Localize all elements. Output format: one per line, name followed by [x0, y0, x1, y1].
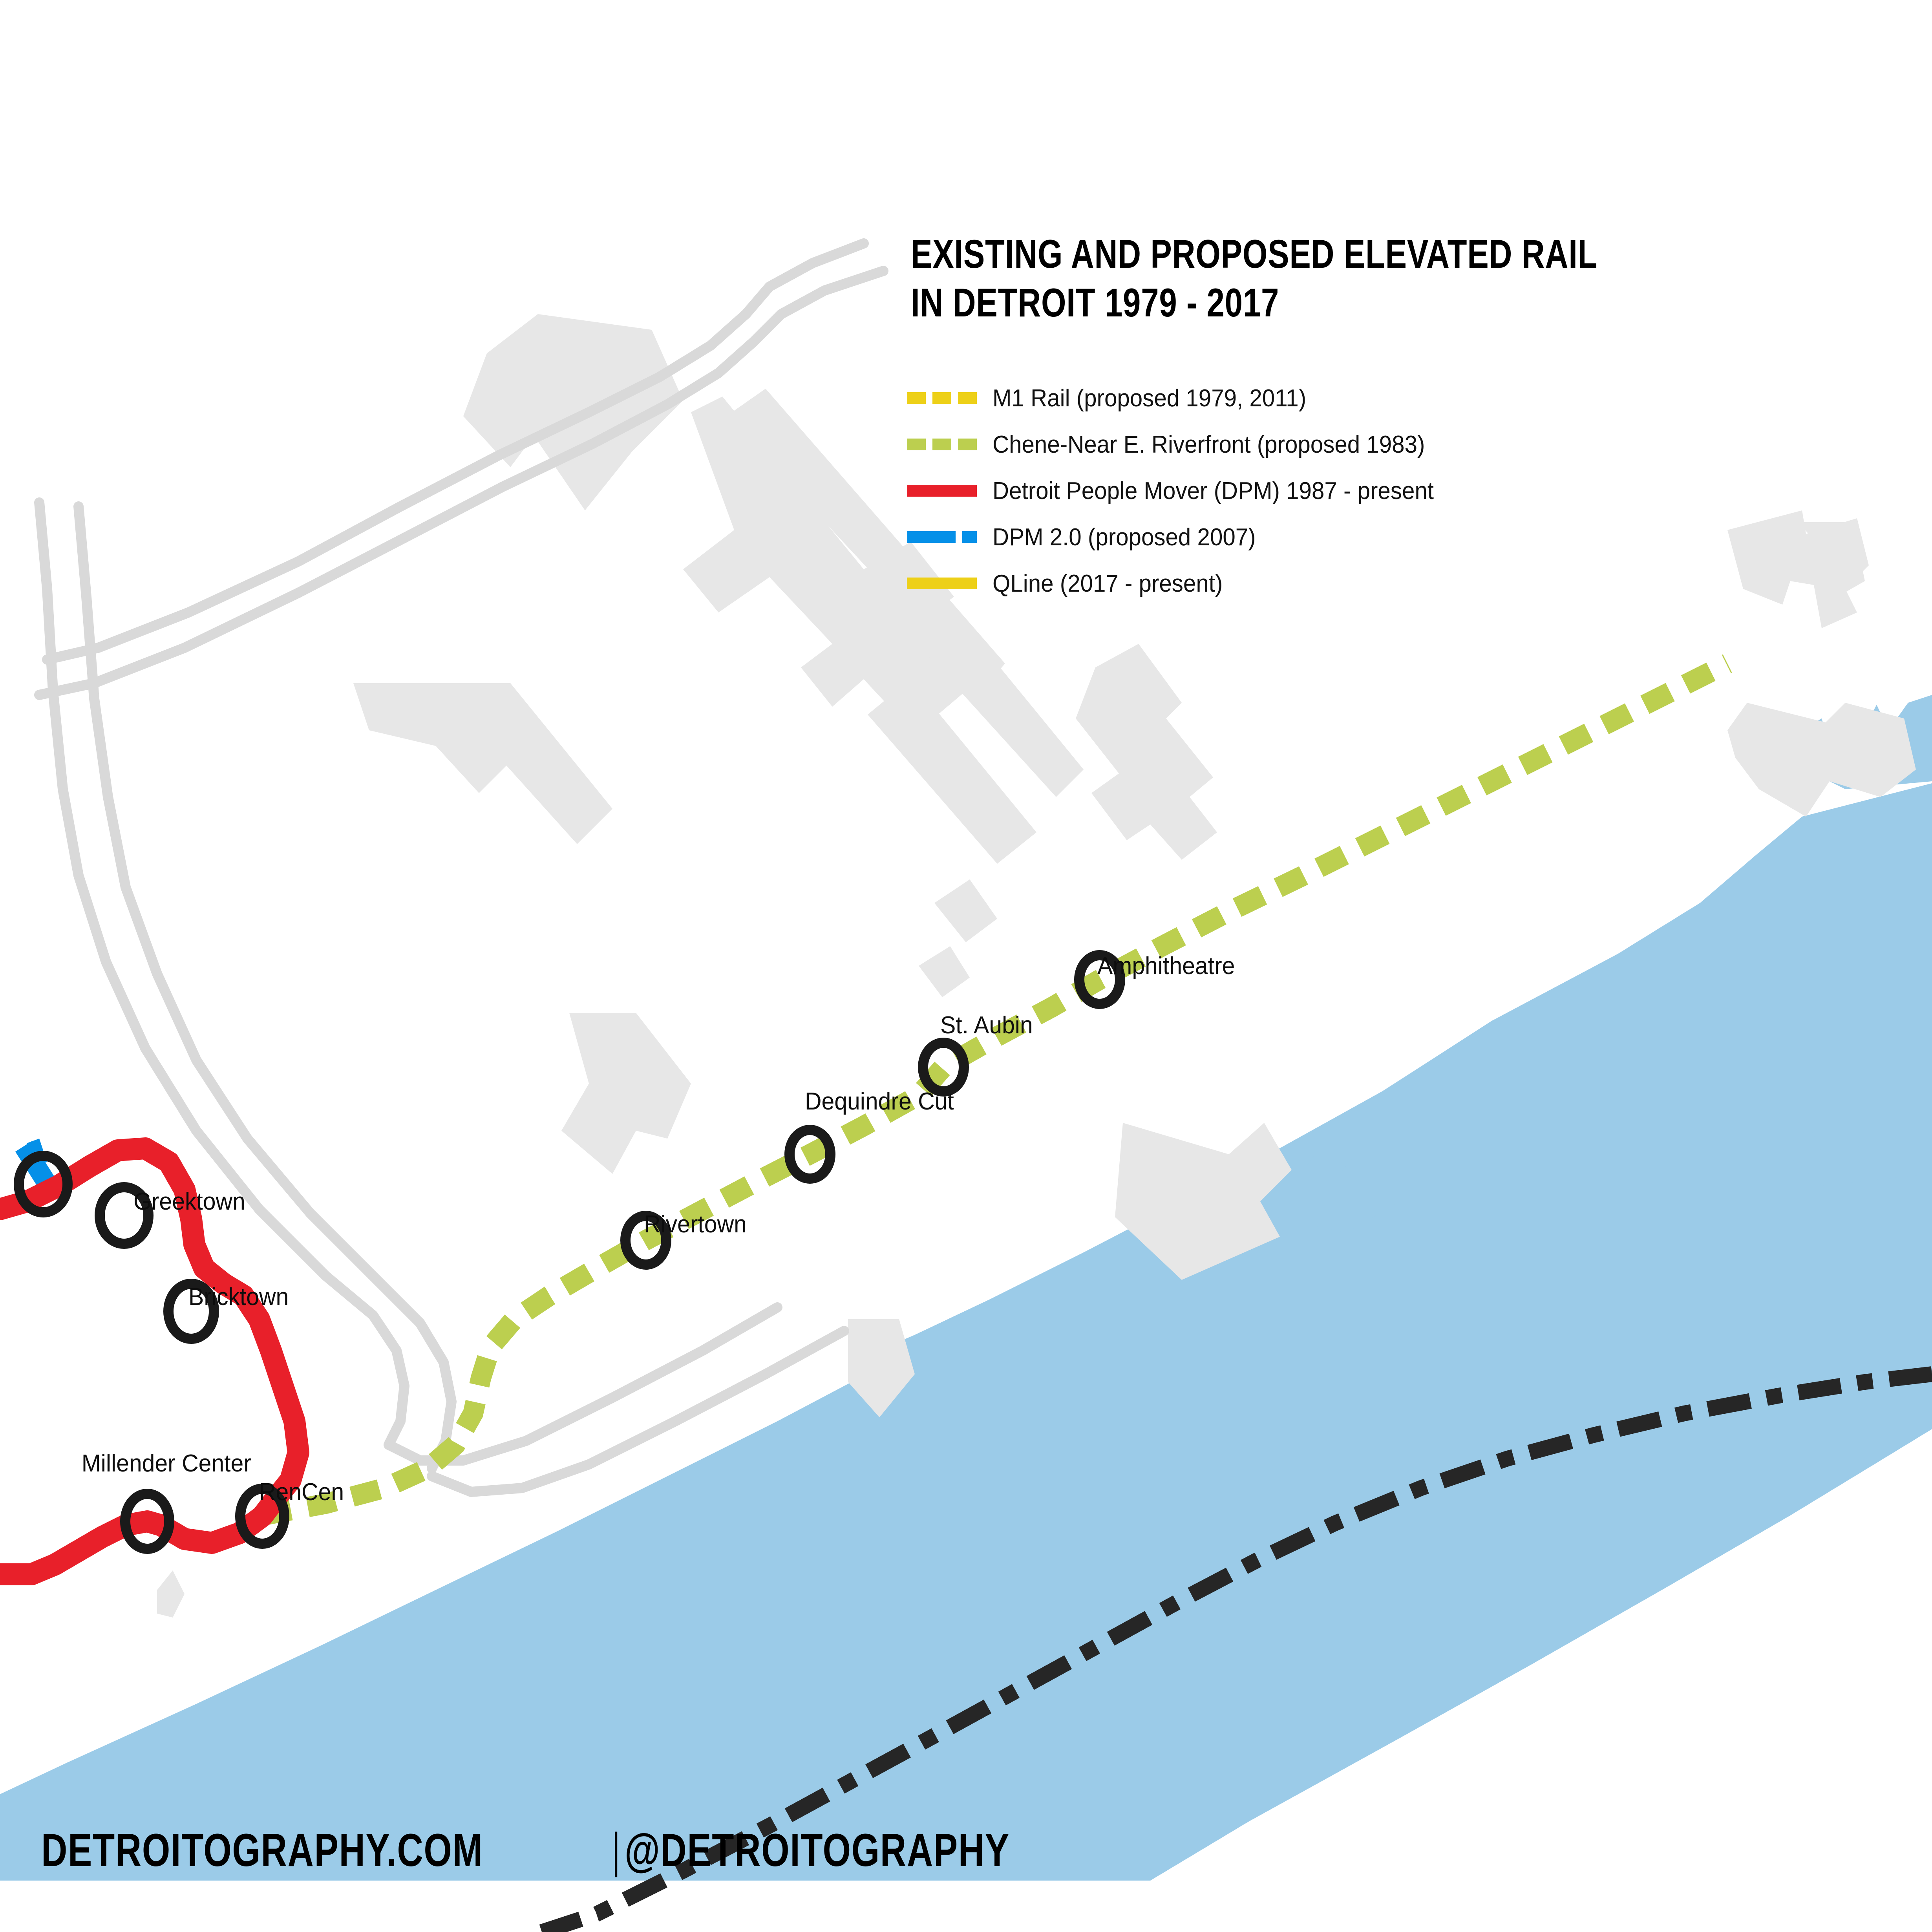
solid-line-icon: [907, 485, 977, 497]
footer-website[interactable]: DETROITOGRAPHY.COM: [41, 1824, 483, 1876]
station-marker: [235, 1484, 289, 1549]
freeway-line: [73, 501, 457, 1473]
station-label-st-aubin: St. Aubin: [940, 1012, 1033, 1039]
station-marker: [163, 1279, 219, 1344]
building-polygon: [353, 683, 612, 844]
building-polygon: [1798, 522, 1865, 597]
buildings-layer: [157, 314, 1916, 1618]
map-title: EXISTING AND PROPOSED ELEVATED RAIL IN D…: [911, 230, 1884, 327]
footer-separator: |: [612, 1823, 620, 1878]
station-marker: [14, 1151, 73, 1217]
station-marker: [1074, 950, 1125, 1009]
station-label-amphitheatre: Amphitheatre: [1097, 952, 1235, 980]
station-label-rencen: RenCen: [259, 1479, 344, 1506]
station-label-millender-center: Millender Center: [81, 1450, 251, 1477]
building-polygon: [868, 679, 1036, 864]
station-label-greektown: Greektown: [133, 1188, 245, 1215]
international-border-line: [539, 1366, 1932, 1932]
water-bay-notch: [1248, 1146, 1413, 1233]
legend-item-label: Detroit People Mover (DPM) 1987 - presen…: [993, 477, 1434, 504]
building-polygon: [1727, 703, 1916, 817]
freeway-line: [42, 238, 869, 665]
solid-line-icon: [907, 578, 977, 589]
building-polygon: [919, 946, 970, 997]
international-border-layer: [539, 1366, 1932, 1932]
freeway-line: [427, 1326, 849, 1497]
legend-item-qline[interactable]: QLine (2017 - present): [907, 560, 1462, 607]
chene-line-path: [261, 654, 1732, 1526]
legend-item-label: M1 Rail (proposed 1979, 2011): [993, 384, 1307, 412]
station-marker: [918, 1038, 969, 1097]
station-marker: [120, 1489, 174, 1554]
freeway-line: [34, 266, 888, 700]
station-marker: [620, 1211, 671, 1270]
building-polygon: [463, 314, 683, 510]
legend-item-dpm-2[interactable]: DPM 2.0 (proposed 2007): [907, 514, 1462, 560]
building-polygon: [561, 1013, 691, 1174]
legend-item-m1-rail[interactable]: M1 Rail (proposed 1979, 2011): [907, 375, 1462, 421]
legend-item-detroit-people-mover[interactable]: Detroit People Mover (DPM) 1987 - presen…: [907, 468, 1462, 514]
map-title-line-2: IN DETROIT 1979 - 2017: [911, 280, 1279, 325]
station-marker: [784, 1125, 835, 1184]
freeway-line: [34, 497, 409, 1450]
detroit-river-polygon: [0, 783, 1932, 1881]
station-label-bricktown: Bricktown: [188, 1283, 289, 1311]
water-layer: [0, 695, 1932, 1881]
building-polygon: [1115, 1123, 1292, 1280]
legend-item-label: QLine (2017 - present): [993, 570, 1223, 597]
water-inlet-notch-b: [1782, 1119, 1932, 1186]
building-polygon: [903, 597, 1084, 797]
building-polygon: [934, 879, 997, 942]
freeway-line: [384, 1302, 782, 1466]
footer-credit: DETROITOGRAPHY.COM | @DETROITOGRAPHY: [41, 1823, 1118, 1878]
building-polygon: [683, 397, 966, 734]
legend-item-chene-near-east-riverfront[interactable]: Chene-Near E. Riverfront (proposed 1983): [907, 421, 1462, 468]
map-title-line-1: EXISTING AND PROPOSED ELEVATED RAIL: [911, 232, 1598, 276]
station-markers-layer: [14, 950, 1125, 1554]
building-polygon: [157, 1570, 185, 1618]
station-label-rivertown: Rivertown: [644, 1211, 747, 1238]
footer-handle[interactable]: @DETROITOGRAPHY: [625, 1824, 1010, 1876]
dashed-line-icon: [907, 439, 977, 450]
freeway-layer: [34, 238, 888, 1497]
chene-near-east-riverfront-line: [261, 654, 1732, 1526]
legend-item-label: Chene-Near E. Riverfront (proposed 1983): [993, 431, 1425, 458]
legend-item-label: DPM 2.0 (proposed 2007): [993, 523, 1256, 551]
dashed-line-icon: [907, 392, 977, 404]
station-label-dequindre-cut: Dequindre Cut: [805, 1088, 954, 1115]
map-legend: M1 Rail (proposed 1979, 2011) Chene-Near…: [907, 375, 1462, 607]
station-marker: [95, 1182, 154, 1249]
building-polygon: [1076, 644, 1217, 860]
dashed-line-icon: [907, 531, 977, 543]
building-polygon: [848, 1319, 915, 1417]
